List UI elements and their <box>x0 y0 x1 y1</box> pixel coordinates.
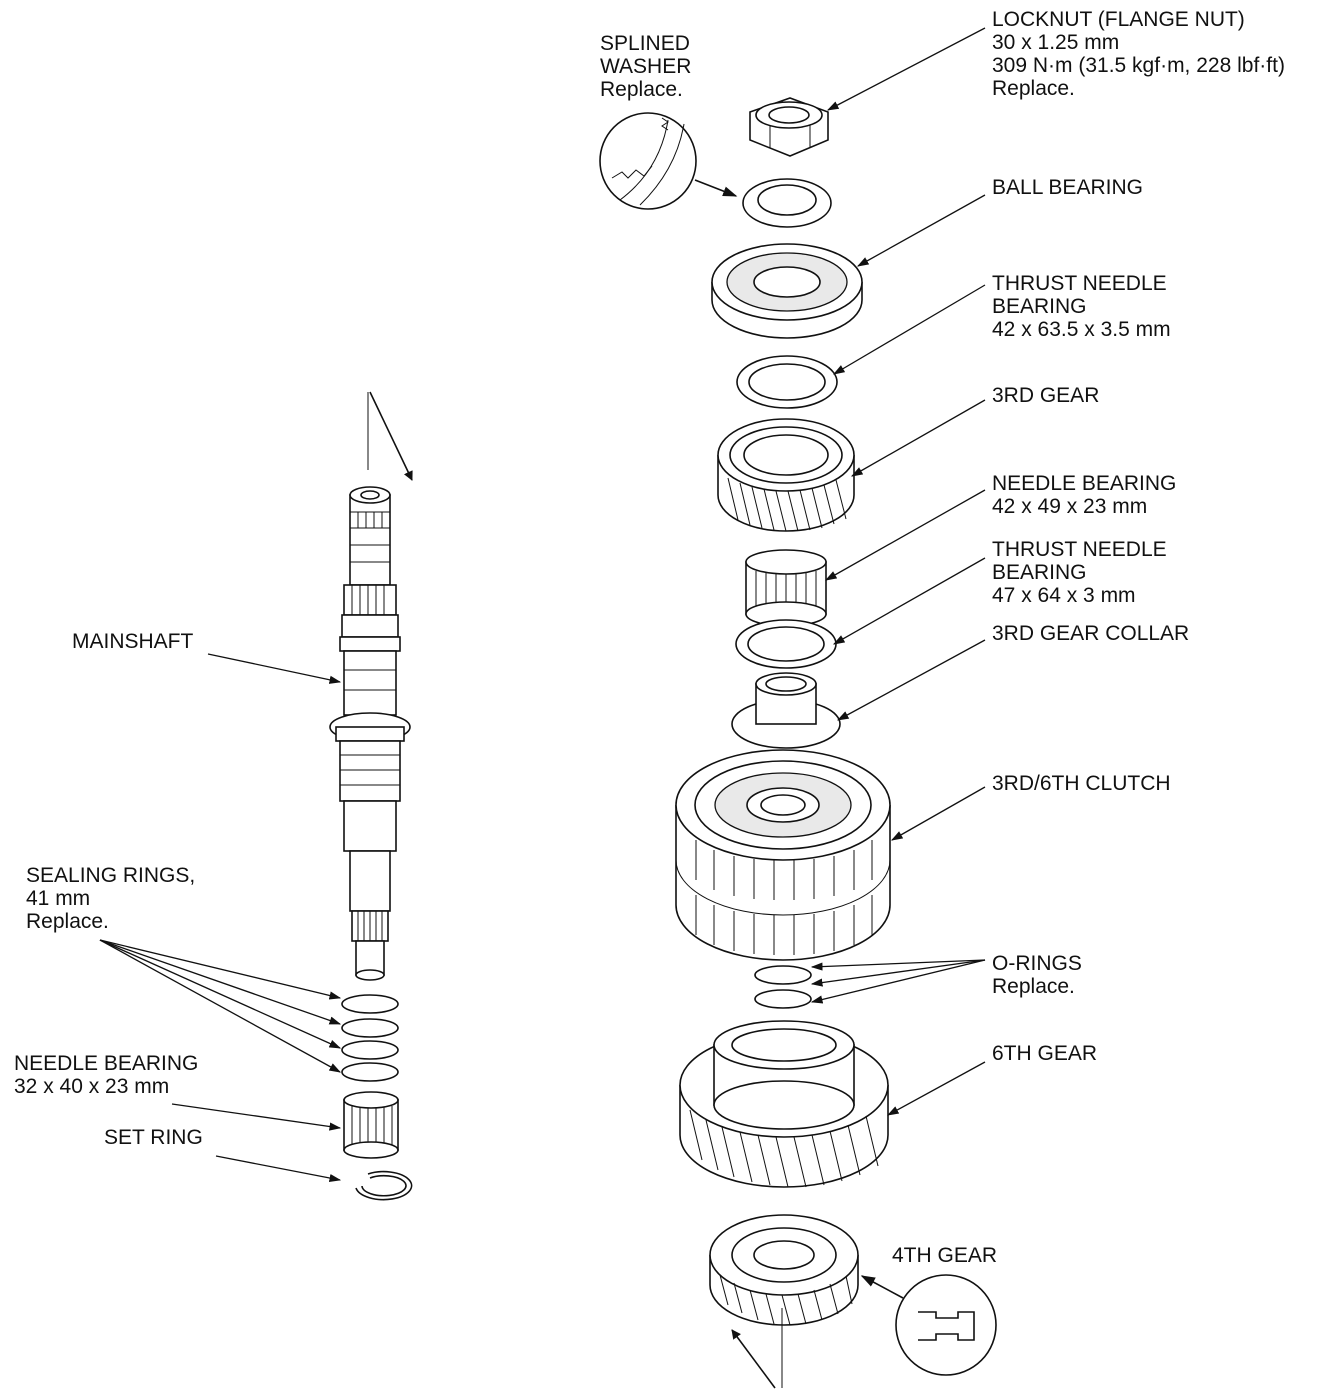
sixth-gear-label: 6TH GEAR <box>992 1042 1098 1065</box>
thrust-needle-bearing-upper-label: THRUST NEEDLE BEARING 42 x 63.5 x 3.5 mm <box>992 272 1171 341</box>
set-ring-drawing <box>355 1170 413 1201</box>
ball-bearing-label: BALL BEARING <box>992 176 1143 199</box>
o-rings-label: O-RINGS Replace. <box>992 952 1082 998</box>
fourth-gear-detail-callout <box>860 1274 997 1376</box>
leader-lines <box>99 27 986 1183</box>
thrust-needle-bearing-upper-drawing <box>736 355 838 409</box>
needle-bearing-left-drawing <box>343 1091 399 1159</box>
needle-bearing-right-label: NEEDLE BEARING 42 x 49 x 23 mm <box>992 472 1177 518</box>
fourth-gear-drawing <box>709 1214 859 1326</box>
sealing-rings-drawing <box>341 994 399 1082</box>
third-gear-drawing <box>717 418 855 532</box>
fourth-gear-label: 4TH GEAR <box>892 1244 998 1267</box>
mainshaft-label: MAINSHAFT <box>72 630 194 653</box>
sealing-rings-label: SEALING RINGS, 41 mm Replace. <box>26 864 196 933</box>
third-gear-collar-label: 3RD GEAR COLLAR <box>992 622 1190 645</box>
o-rings-drawing <box>754 965 812 1009</box>
splined-washer-drawing <box>742 178 832 228</box>
thrust-needle-bearing-lower-label: THRUST NEEDLE BEARING 47 x 64 x 3 mm <box>992 538 1167 607</box>
locknut-label: LOCKNUT (FLANGE NUT) 30 x 1.25 mm 309 N·… <box>992 8 1285 100</box>
axis-arrow-bottom <box>731 1308 783 1389</box>
thrust-needle-bearing-lower-drawing <box>735 619 837 669</box>
splined-washer-label: SPLINED WASHER Replace. <box>600 32 692 101</box>
mainshaft-drawing <box>329 391 413 981</box>
needle-bearing-right-drawing <box>745 549 827 627</box>
third-gear-label: 3RD GEAR <box>992 384 1100 407</box>
locknut-drawing <box>749 97 829 157</box>
third-gear-collar-drawing <box>731 672 841 749</box>
set-ring-label: SET RING <box>104 1126 203 1149</box>
sixth-gear-drawing <box>679 1020 889 1188</box>
needle-bearing-left-label: NEEDLE BEARING 32 x 40 x 23 mm <box>14 1052 199 1098</box>
splined-washer-detail-callout <box>599 112 738 210</box>
clutch-label: 3RD/6TH CLUTCH <box>992 772 1171 795</box>
clutch-drawing <box>675 749 891 961</box>
ball-bearing-drawing <box>711 243 863 339</box>
